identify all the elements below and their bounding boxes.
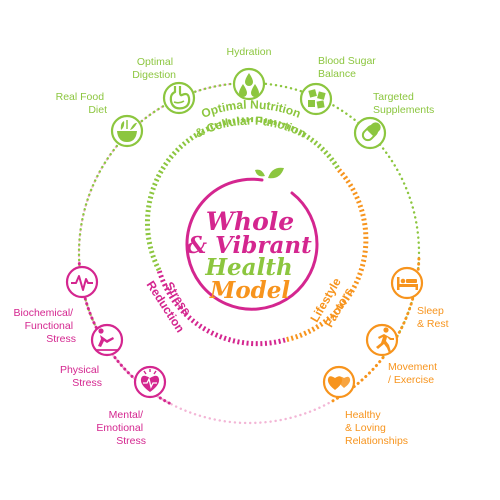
water-drops-icon — [239, 73, 259, 97]
capsule-icon — [361, 122, 381, 142]
node-digestion: Optimal Digestion — [132, 56, 196, 115]
label-digestion: Optimal Digestion — [132, 56, 176, 81]
node-physical: Physical Stress — [60, 323, 124, 389]
label-blood-sugar: Blood Sugar Balance — [318, 55, 379, 80]
node-mental: Mental/ Emotional Stress — [96, 365, 167, 447]
label-physical: Physical Stress — [60, 364, 102, 389]
label-biochemical: Biochemical/ Functional Stress — [14, 307, 76, 345]
node-real-food: Real Food Diet — [56, 91, 144, 148]
node-hydration: Hydration — [227, 46, 272, 101]
heartbeat-icon — [71, 275, 93, 291]
bowl-icon — [117, 120, 137, 142]
label-sleep: Sleep & Rest — [417, 305, 449, 330]
stomach-icon — [169, 86, 191, 110]
center-ring — [185, 177, 319, 311]
running-icon — [376, 327, 394, 353]
sugar-cubes-icon — [308, 89, 326, 109]
heart-stress-icon — [140, 369, 160, 392]
inner-ring — [144, 117, 369, 347]
node-movement: Movement / Exercise — [365, 323, 440, 386]
node-biochemical: Biochemical/ Functional Stress — [14, 265, 99, 345]
outer-ring-lower — [77, 81, 385, 425]
inner-ring-nutrition — [144, 117, 342, 272]
inner-ring-lifestyle — [284, 168, 369, 343]
outer-ring-lifestyle-mid — [327, 356, 385, 405]
stress-title: Stress Reduction — [144, 278, 194, 335]
center-emblem: Whole & Vibrant Health Model — [185, 167, 319, 311]
leaf-icon — [255, 167, 284, 179]
node-relationships: Healthy & Loving Relationships — [322, 365, 408, 447]
center-line-2: & Vibrant — [186, 232, 312, 259]
bed-icon — [397, 277, 418, 290]
label-real-food: Real Food Diet — [56, 91, 107, 116]
label-relationships: Healthy & Loving Relationships — [345, 409, 408, 447]
hearts-icon — [327, 376, 351, 390]
node-supplements: Targeted Supplements — [353, 91, 434, 150]
center-line-4: Model — [209, 277, 291, 304]
center-line-1: Whole — [206, 207, 294, 236]
label-movement: Movement / Exercise — [388, 361, 440, 386]
label-hydration: Hydration — [227, 46, 272, 58]
node-blood-sugar: Blood Sugar Balance — [299, 55, 379, 116]
node-sleep: Sleep & Rest — [390, 266, 449, 330]
label-mental: Mental/ Emotional Stress — [96, 409, 146, 447]
center-line-3: Health — [204, 254, 292, 281]
fall-icon — [96, 328, 118, 351]
label-supplements: Targeted Supplements — [373, 91, 434, 116]
outer-ring-upper — [77, 81, 421, 359]
lifestyle-title: Lifestyle Factors — [307, 275, 355, 330]
inner-ring-stress — [156, 269, 286, 347]
